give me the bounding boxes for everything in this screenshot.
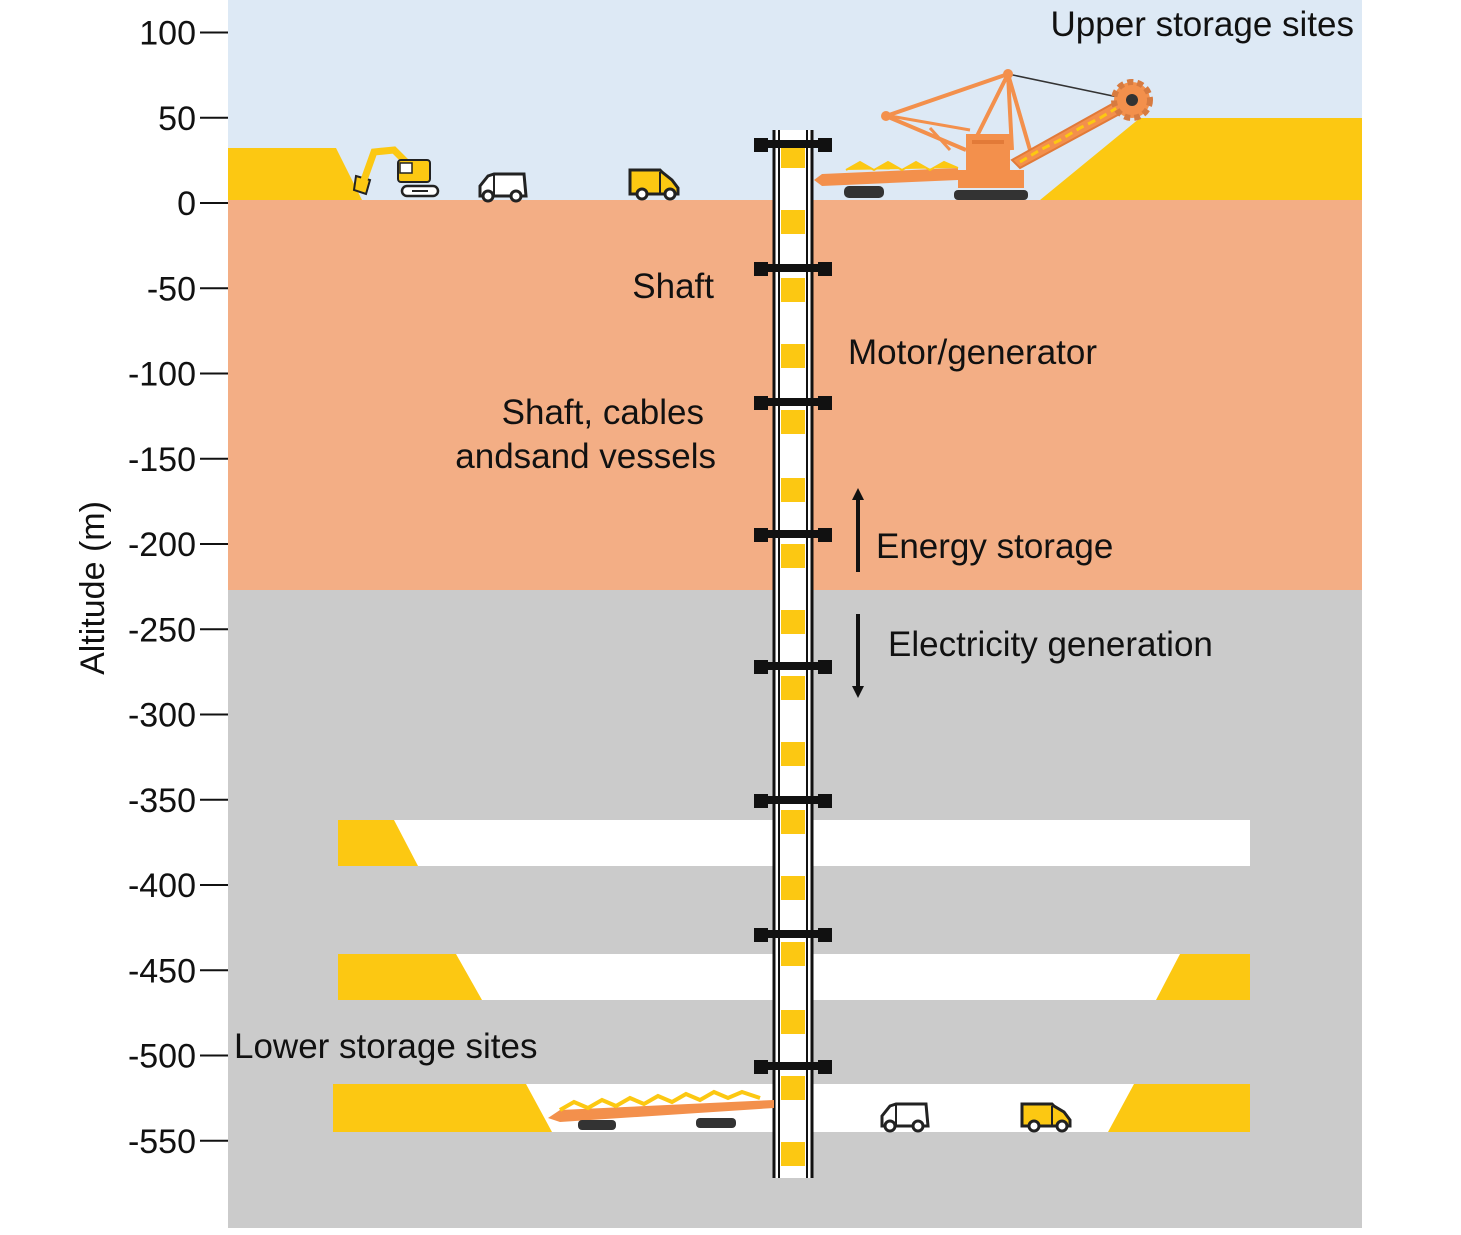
bucket-wheel-excavator-icon <box>814 69 1153 200</box>
y-tick-label: -500 <box>128 1038 196 1076</box>
y-tick-label: -150 <box>128 441 196 479</box>
shaft <box>754 130 832 1178</box>
van-filled-lower-icon <box>1020 1102 1072 1133</box>
upper-storage-label: Upper storage sites <box>1051 5 1354 44</box>
y-tick-label: 50 <box>158 100 196 138</box>
excavator-icon <box>352 146 440 198</box>
arrow-down-icon <box>852 614 864 698</box>
van-filled-icon <box>628 168 680 201</box>
y-tick-label: -200 <box>128 526 196 564</box>
lower-storage-label: Lower storage sites <box>234 1027 537 1066</box>
y-tick-label: 0 <box>177 185 196 223</box>
y-tick-label: -450 <box>128 952 196 990</box>
y-tick-label: -100 <box>128 356 196 394</box>
cables-label-line1: Shaft, cables <box>502 393 704 432</box>
y-tick-label: 100 <box>139 15 196 53</box>
van-outline-lower-icon <box>880 1102 930 1133</box>
y-axis-label: Altitude (m) <box>74 501 112 675</box>
motor-generator-label: Motor/generator <box>848 333 1097 372</box>
motor-generators <box>754 138 832 1074</box>
electricity-generation-label: Electricity generation <box>888 625 1213 664</box>
y-axis: 100 50 0 -50 -100 -150 -200 -250 -300 -350 -400 -45… <box>128 15 228 1161</box>
surface-sand-pile-left <box>228 148 362 200</box>
shaft-label: Shaft <box>632 267 714 306</box>
y-tick-label: -50 <box>147 270 196 308</box>
y-tick-label: -400 <box>128 867 196 905</box>
y-tick-label: -350 <box>128 782 196 820</box>
arrow-up-icon <box>852 488 864 572</box>
y-tick-label: -250 <box>128 611 196 649</box>
y-tick-label: -550 <box>128 1123 196 1161</box>
van-outline-icon <box>478 172 528 203</box>
conveyor-belt-icon <box>548 1089 774 1130</box>
cables-label-line2: andsand vessels <box>455 437 716 476</box>
energy-storage-label: Energy storage <box>876 527 1113 566</box>
y-tick-label: -300 <box>128 697 196 735</box>
surface-sand-pile-right <box>1040 118 1362 200</box>
